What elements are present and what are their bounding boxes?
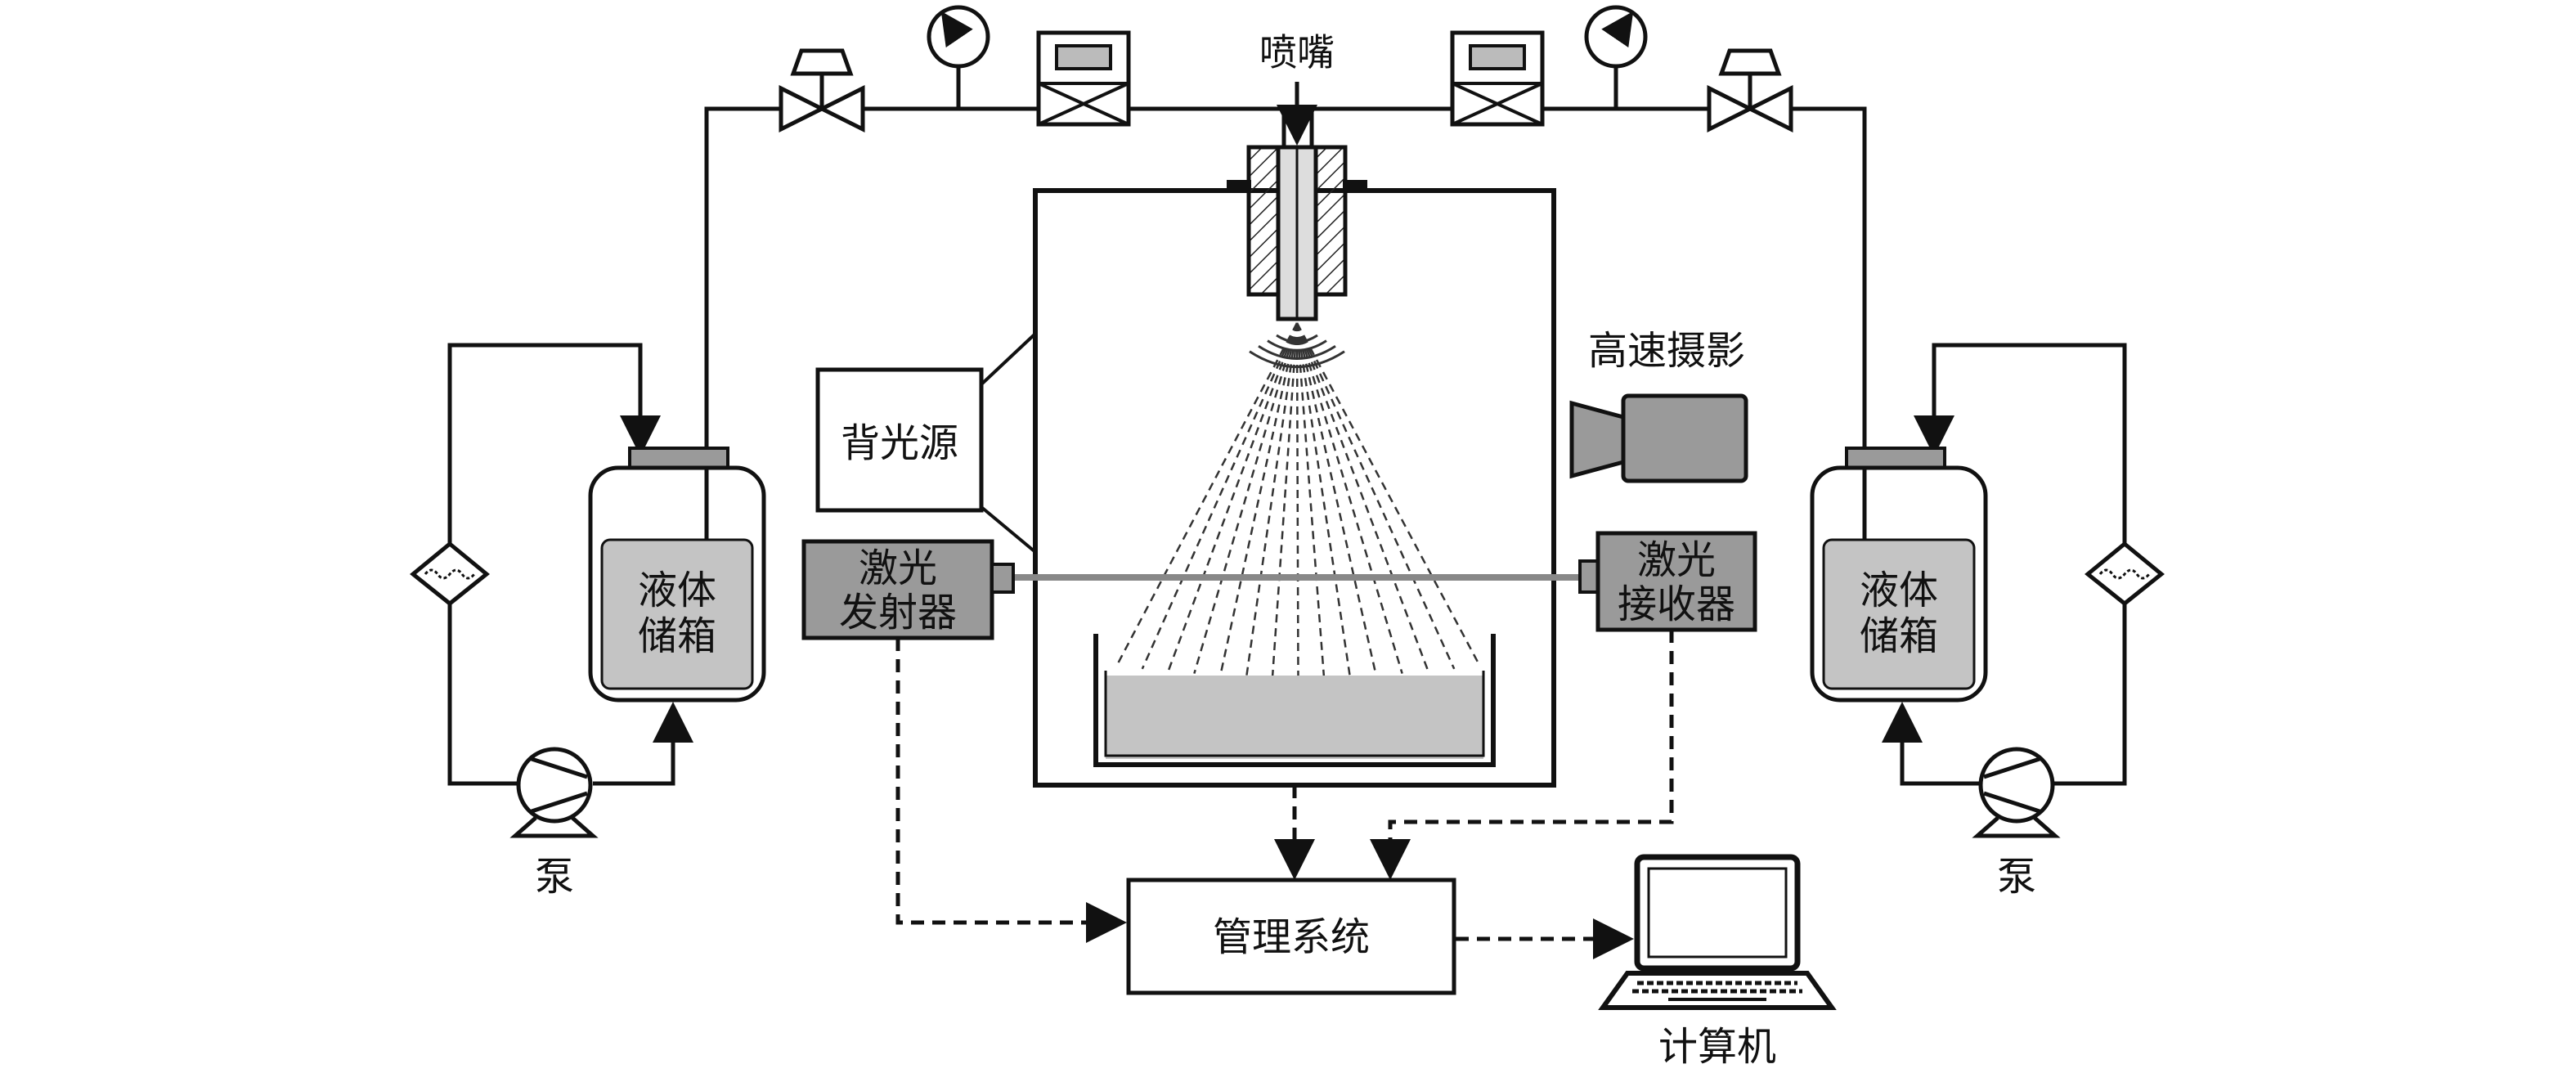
right-valve-icon xyxy=(1707,48,1793,133)
collection-tray xyxy=(1093,634,1496,767)
right-flow-meter-icon xyxy=(1450,30,1545,127)
high-speed-camera-label: 高速摄影 xyxy=(1588,328,1745,374)
spray-streak xyxy=(1295,322,1378,676)
spray-streak xyxy=(1295,322,1352,679)
laser-receiver-label-line1: 激光 xyxy=(1637,537,1716,583)
left-filter-icon xyxy=(410,541,490,607)
left-tank-label-line2: 储箱 xyxy=(638,613,716,659)
spray-streak xyxy=(1193,322,1299,674)
spray-streak xyxy=(1141,322,1299,670)
spray-streak xyxy=(1115,322,1299,667)
laser-emitter-label-line1: 激光 xyxy=(859,545,937,591)
spray-streak xyxy=(1167,322,1299,672)
nozzle-label-group: 喷嘴 xyxy=(1259,30,1335,146)
computer-icon xyxy=(1598,854,1837,1010)
spray-streak xyxy=(1271,322,1299,681)
spray-arc xyxy=(1249,350,1345,369)
spray-arc xyxy=(1276,334,1318,343)
high-speed-camera-icon xyxy=(1569,393,1748,483)
spray-streak xyxy=(1295,322,1456,670)
left-tank-circuit xyxy=(447,343,693,786)
left-pump-label: 泵 xyxy=(535,854,574,900)
right-tank-label-line2: 储箱 xyxy=(1860,613,1938,659)
backlight-label: 背光源 xyxy=(841,420,958,466)
laser-emitter: 激光 发射器 xyxy=(801,539,1015,640)
nozzle-label: 喷嘴 xyxy=(1259,30,1335,74)
left-valve-icon xyxy=(779,48,865,133)
nozzle-icon xyxy=(1246,145,1348,321)
spray-streak xyxy=(1295,322,1326,681)
spray-streak xyxy=(1295,322,1429,672)
left-liquid-tank: 液体 储箱 xyxy=(588,447,766,703)
spray-cone xyxy=(1115,322,1482,684)
laser-receiver: 激光 接收器 xyxy=(1578,531,1757,632)
management-system: 管理系统 xyxy=(1126,878,1456,995)
spray-streak xyxy=(1295,322,1403,674)
left-pump-icon xyxy=(509,747,599,838)
spray-arc xyxy=(1258,344,1336,360)
right-tank-label-line1: 液体 xyxy=(1860,568,1938,613)
right-tank-circuit xyxy=(1882,343,2127,786)
right-pressure-gauge-icon xyxy=(1584,5,1648,109)
signal-lines xyxy=(895,630,1674,959)
laser-emitter-label-line2: 发射器 xyxy=(839,590,957,635)
spray-arc xyxy=(1267,339,1327,352)
management-system-label: 管理系统 xyxy=(1213,914,1370,960)
spray-streak xyxy=(1245,322,1299,679)
right-pump-label: 泵 xyxy=(1997,854,2036,900)
left-tank-label-line1: 液体 xyxy=(638,568,716,613)
right-liquid-tank: 液体 储箱 xyxy=(1810,447,1988,703)
right-pump-icon xyxy=(1972,747,2061,838)
spray-streak xyxy=(1218,322,1299,676)
right-filter-icon xyxy=(2085,541,2165,607)
computer-label: 计算机 xyxy=(1658,1024,1776,1070)
laser-receiver-label-line2: 接收器 xyxy=(1618,581,1735,627)
left-pressure-gauge-icon xyxy=(927,5,990,109)
keyboard-keys xyxy=(1632,981,1802,1001)
backlight-source: 背光源 xyxy=(815,332,1037,554)
spray-streak xyxy=(1295,322,1299,684)
spray-streak xyxy=(1295,322,1482,667)
left-flow-meter-icon xyxy=(1036,30,1131,127)
